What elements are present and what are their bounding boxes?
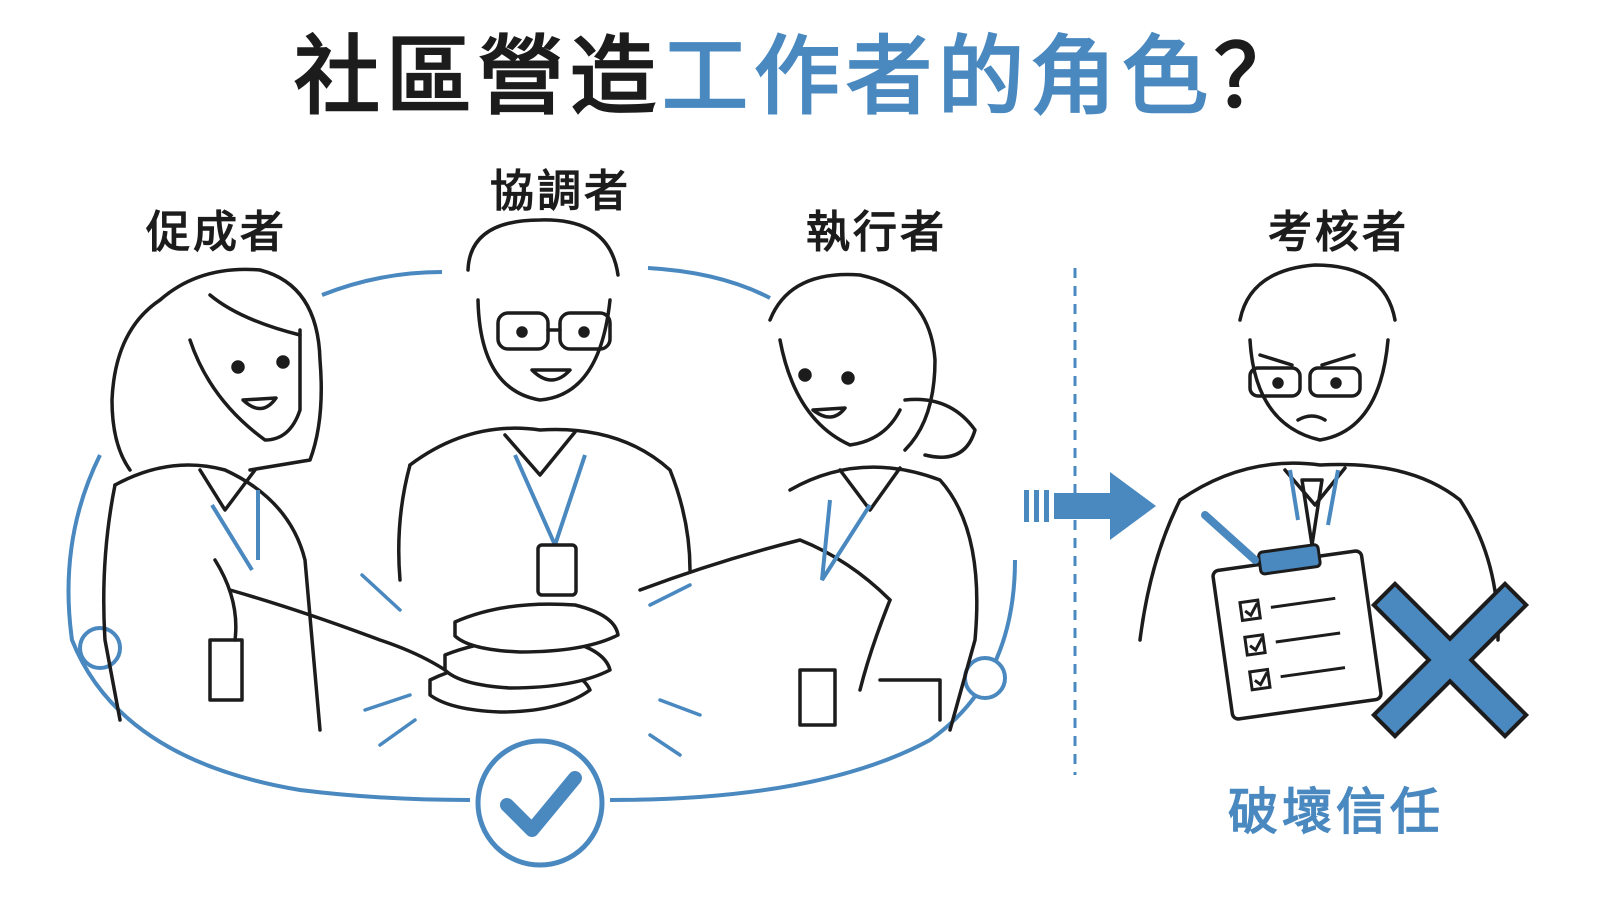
auditor-lanyard [1288,469,1340,526]
clipboard-checklist-icon [1211,543,1383,721]
title-blue-part: 工作者的角色 [662,27,1214,127]
cycle-node-left [78,626,122,670]
collaboration-cycle [66,266,1017,802]
role-label-executor: 執行者 [806,207,947,258]
role-label-coordinator: 協調者 [490,166,631,217]
title-dark-part: 社區營造 [294,27,662,127]
pen-icon [1201,511,1259,564]
promoter-figure [102,267,472,732]
stacked-hands [428,602,620,714]
hand-sparkles [360,573,702,757]
promoter-lanyard [210,503,254,572]
break-trust-label: 破壞信任 [1228,783,1444,841]
role-label-auditor: 考核者 [1268,207,1409,258]
arrow-right-icon [1024,472,1156,540]
role-label-promoter: 促成者 [146,207,287,258]
title-question-mark: ？ [1214,27,1306,127]
cycle-node-right [963,656,1007,700]
check-circle-icon [475,738,605,868]
executor-figure [638,272,979,732]
x-mark-icon [1370,580,1530,740]
coordinator-lanyard [513,454,587,551]
executor-lanyard [820,499,872,582]
page-title: 社區營造工作者的角色？ [0,22,1600,132]
auditor-figure [1138,263,1500,642]
coordinator-badge [536,543,578,597]
coordinator-figure [397,218,692,582]
